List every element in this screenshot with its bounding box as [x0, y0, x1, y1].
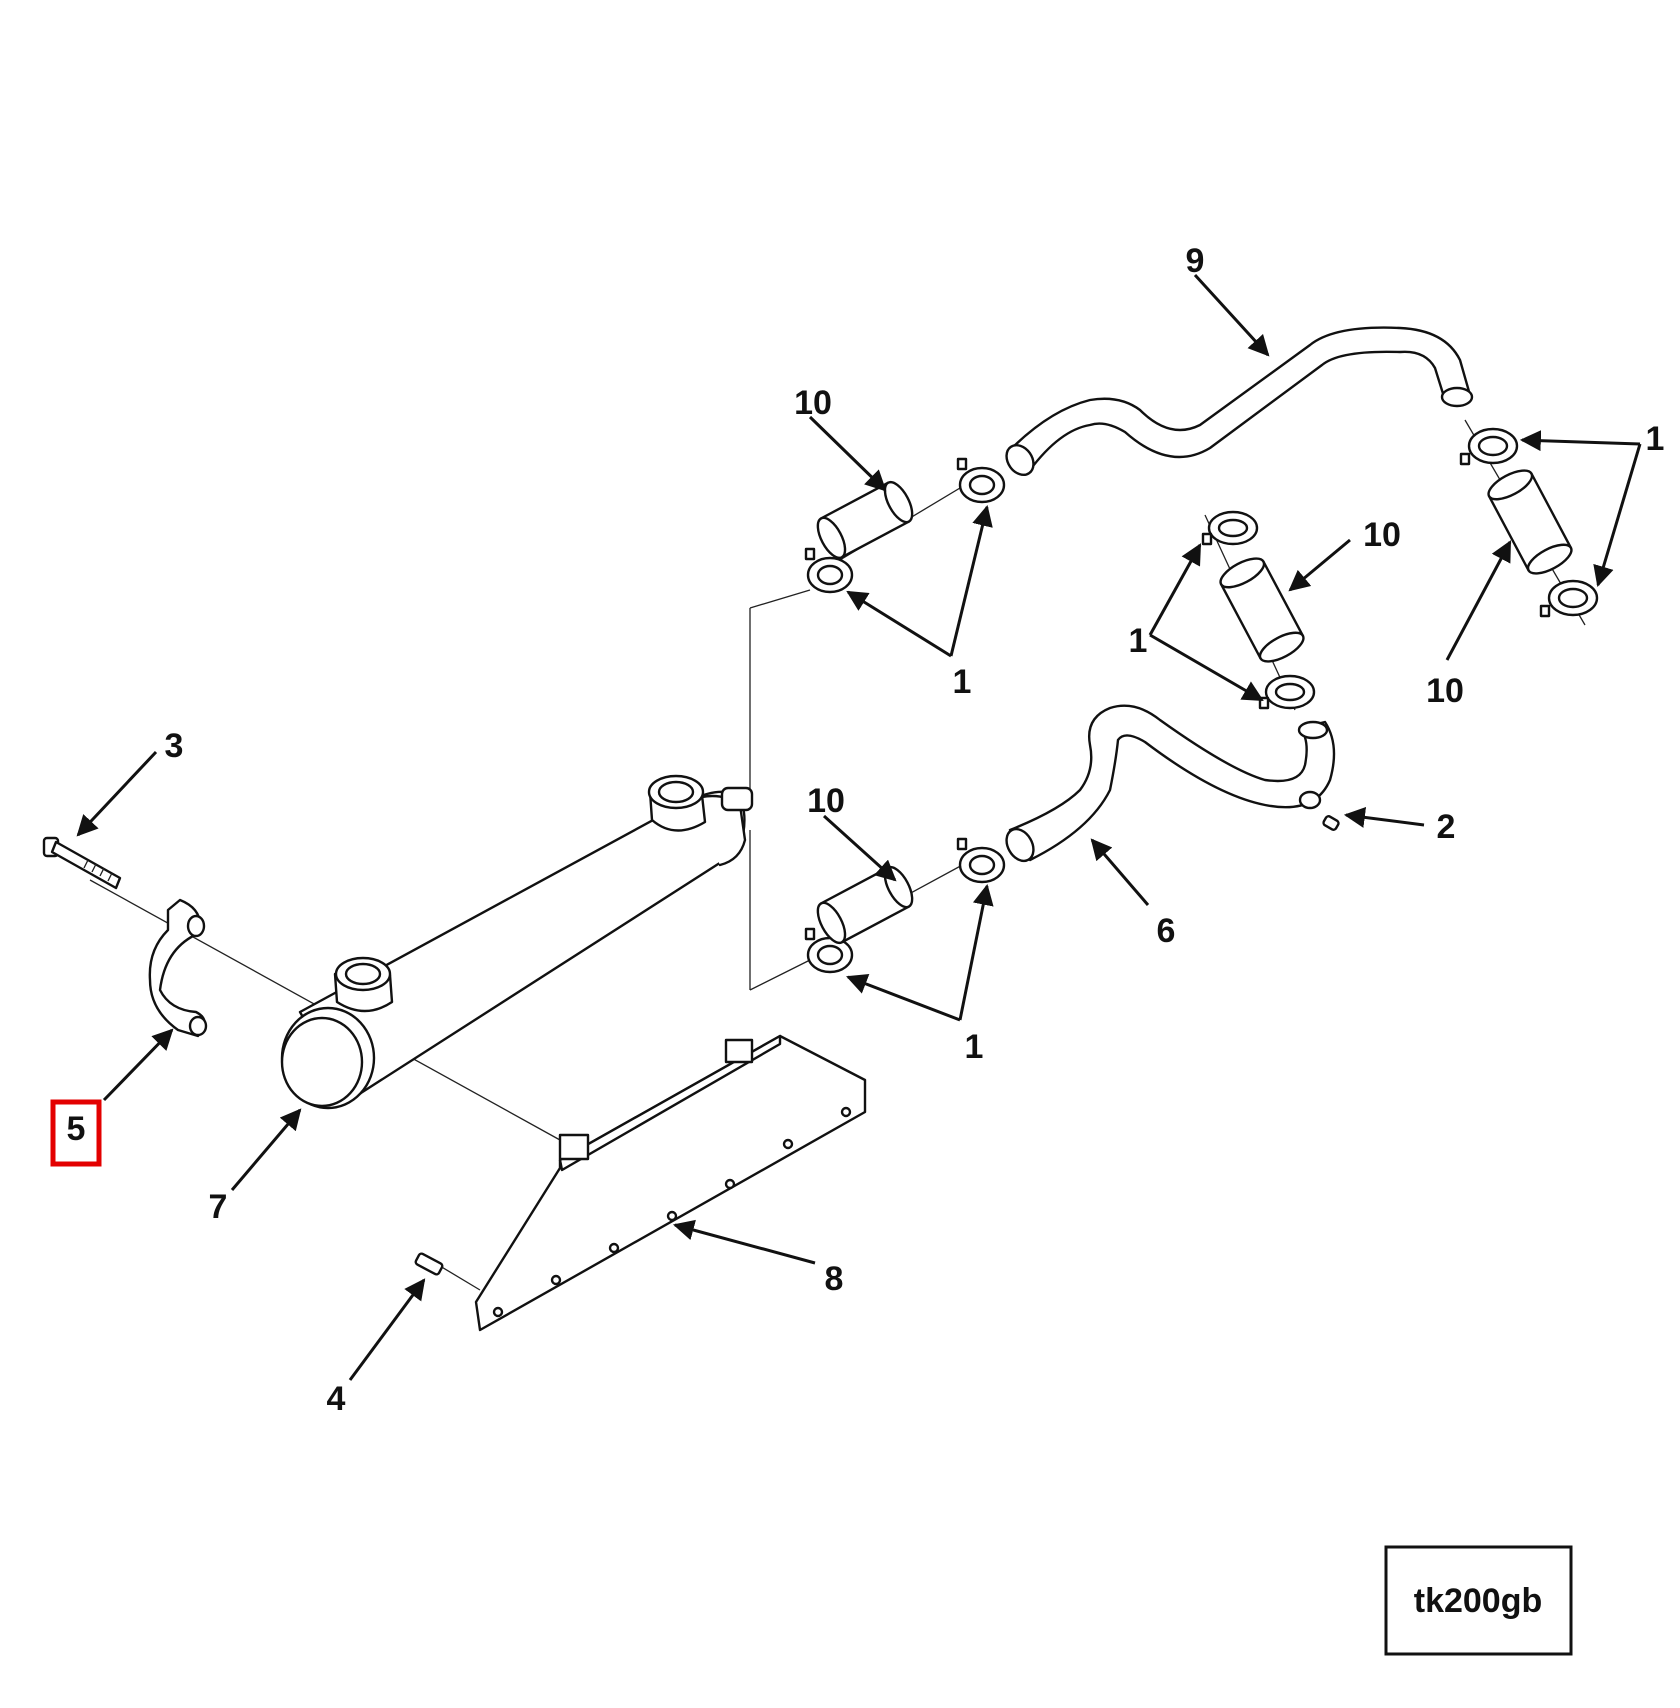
callout-8: 8 [825, 1260, 844, 1298]
callout-5: 5 [67, 1110, 86, 1148]
callout-arrows [76, 273, 1642, 1381]
callout-7: 7 [209, 1188, 228, 1226]
callout-6: 6 [1157, 912, 1176, 950]
upper-hose-part-9 [1005, 326, 1474, 477]
callout-1-right: 1 [1646, 420, 1665, 458]
lower-hose-part-6 [1005, 704, 1340, 863]
reference-code: tk200gb [1414, 1582, 1543, 1620]
screw-part-4 [414, 1252, 444, 1276]
bracket-part-5 [148, 898, 208, 1038]
hose-clamps-part-1 [804, 427, 1599, 974]
callout-1-middle: 1 [1129, 622, 1148, 660]
callout-10-middle: 10 [1363, 516, 1401, 554]
callout-5-highlight [50, 1099, 102, 1167]
callout-labels: 3 5 7 4 8 9 10 1 10 1 6 2 1 10 1 10 [67, 242, 1665, 1418]
callout-1-upper-left: 1 [953, 663, 972, 701]
callout-2: 2 [1437, 808, 1456, 846]
callout-10-lower-left: 10 [807, 782, 845, 820]
reference-box: tk200gb [1384, 1545, 1573, 1656]
plate-part-8 [474, 1034, 867, 1332]
callout-10-upper-left: 10 [794, 384, 832, 422]
callout-1-lower-left: 1 [965, 1028, 984, 1066]
callout-9: 9 [1186, 242, 1205, 280]
callout-10-right: 10 [1426, 672, 1464, 710]
hose-sections-part-10 [816, 469, 1573, 945]
tank-part-7 [280, 774, 754, 1110]
callout-3: 3 [165, 727, 184, 765]
callout-4: 4 [327, 1380, 346, 1418]
bolt-part-3 [42, 836, 122, 890]
